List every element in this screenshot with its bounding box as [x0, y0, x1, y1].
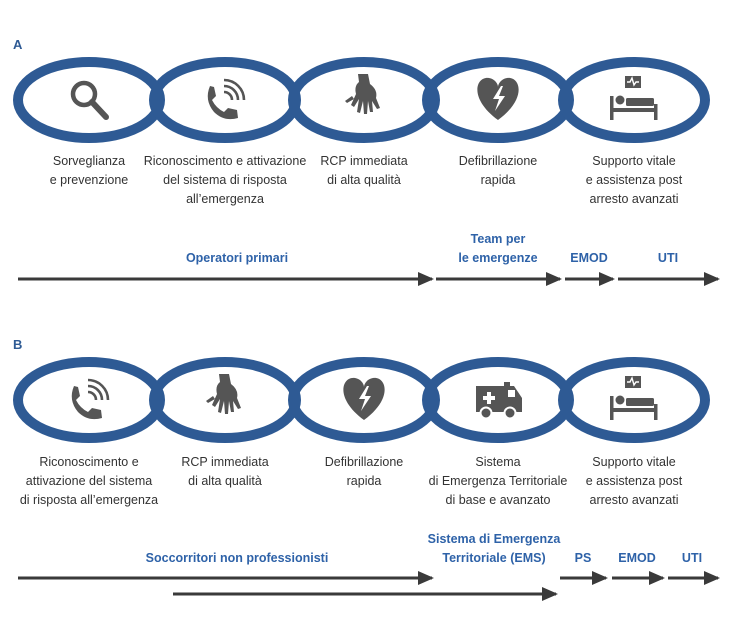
- chain-ring: [13, 57, 165, 143]
- chain-link-4: [422, 357, 574, 443]
- heart-defibrillator-icon: [343, 377, 385, 420]
- phase-arrow: EMOD: [612, 551, 665, 585]
- chain-link-4: [422, 57, 574, 143]
- chain: [13, 57, 710, 143]
- ambulance-icon: [476, 382, 522, 420]
- chain-link-5: [558, 357, 710, 443]
- panel-letter: B: [13, 337, 22, 352]
- chain-link-2: [149, 57, 301, 143]
- chain: [13, 357, 710, 443]
- hospital-bed-monitor-icon: [610, 76, 658, 120]
- chain-ring: [422, 57, 574, 143]
- phase-label: UTI: [682, 551, 702, 565]
- phone-icon: [207, 78, 246, 120]
- phone-icon: [71, 378, 110, 420]
- heart-defibrillator-icon: [477, 77, 519, 120]
- chain-ring: [558, 57, 710, 143]
- phase-label: EMOD: [618, 551, 656, 565]
- phase-arrow: Operatori primari: [18, 251, 434, 286]
- phase-label: Soccorritori non professionisti: [146, 551, 329, 565]
- phase-arrow: EMOD: [565, 251, 615, 286]
- chain-link-1: [13, 357, 165, 443]
- phase-arrow: Soccorritori non professionisti: [18, 551, 434, 585]
- phase-arrow: UTI: [618, 251, 720, 286]
- phase-label: UTI: [658, 251, 678, 265]
- phase-arrow: PS: [560, 551, 608, 585]
- chain-ring: [288, 357, 440, 443]
- chain-link-3: [288, 57, 440, 143]
- chain-link-1: [13, 57, 165, 143]
- phase-label: Operatori primari: [186, 251, 288, 265]
- phase-label: PS: [575, 551, 592, 565]
- chain-ring: [149, 57, 301, 143]
- chain-ring: [558, 357, 710, 443]
- chain-link-5: [558, 57, 710, 143]
- hands-cpr-icon: [206, 374, 241, 414]
- magnifier-icon: [70, 80, 109, 120]
- hands-cpr-icon: [345, 74, 380, 114]
- chain-link-3: [288, 357, 440, 443]
- panel-letter: A: [13, 37, 23, 52]
- phase-label: EMOD: [570, 251, 608, 265]
- hospital-bed-monitor-icon: [610, 376, 658, 420]
- phase-arrow: UTI: [668, 551, 720, 585]
- chain-ring: [288, 57, 440, 143]
- chain-ring: [422, 357, 574, 443]
- chain-ring: [13, 357, 165, 443]
